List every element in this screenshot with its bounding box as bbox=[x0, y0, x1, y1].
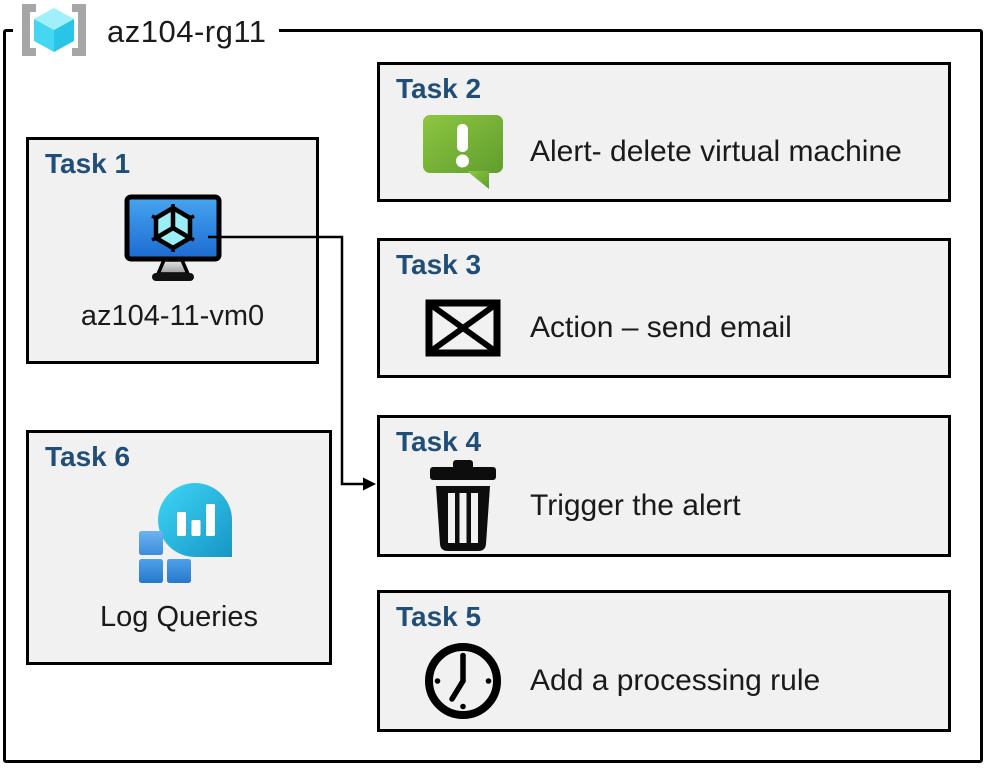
task-3-description: Action – send email bbox=[530, 310, 792, 344]
alert-message-icon bbox=[420, 113, 506, 191]
task-2-description: Alert- delete virtual machine bbox=[530, 134, 902, 168]
clock-icon bbox=[420, 640, 506, 722]
resource-group-name: az104-rg11 bbox=[107, 14, 267, 49]
resource-group-frame bbox=[3, 29, 983, 763]
task-5-box: Task 5 Add a processing rule bbox=[377, 590, 951, 732]
task-2-box: Task 2 Alert- delete virtual machin bbox=[377, 62, 951, 202]
resource-group-icon bbox=[16, 1, 92, 64]
task-6-heading: Task 6 bbox=[45, 441, 131, 472]
task-3-box: Action – send email Task 3 bbox=[377, 238, 951, 378]
task-4-box: Task 4 Trigger the alert bbox=[377, 415, 951, 557]
log-queries-label: Log Queries bbox=[100, 600, 258, 633]
email-envelope-icon bbox=[420, 299, 506, 357]
task-3-heading: Task 3 bbox=[396, 249, 482, 280]
task-4-description: Trigger the alert bbox=[530, 488, 741, 522]
log-analytics-icon bbox=[125, 481, 233, 588]
resource-group-legend: az104-rg11 bbox=[13, 1, 279, 63]
task-5-heading: Task 5 bbox=[396, 601, 482, 632]
trash-icon bbox=[420, 459, 506, 552]
task-5-description: Add a processing rule bbox=[530, 663, 821, 697]
virtual-machine-icon bbox=[124, 194, 222, 287]
vm-name-label: az104-11-vm0 bbox=[80, 299, 265, 332]
task-1-heading: Task 1 bbox=[45, 148, 131, 179]
task-1-box: Task 1 bbox=[26, 137, 319, 364]
task-6-box: Task 6 bbox=[26, 430, 332, 665]
task-4-heading: Task 4 bbox=[396, 426, 482, 457]
task-2-heading: Task 2 bbox=[396, 73, 482, 104]
